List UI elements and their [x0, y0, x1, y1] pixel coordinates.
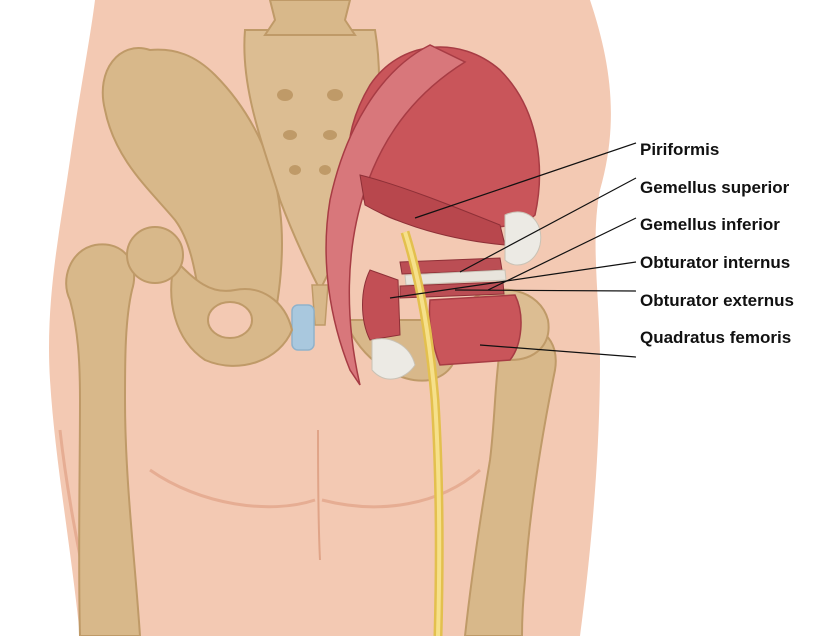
vertebrae — [265, 0, 355, 35]
label-gemellus-superior: Gemellus superior — [640, 178, 790, 197]
left-femoral-head — [127, 227, 183, 283]
label-obturator-externus: Obturator externus — [640, 291, 794, 310]
label-obturator-internus: Obturator internus — [640, 253, 790, 272]
label-quadratus-femoris: Quadratus femoris — [640, 328, 791, 347]
obturator-externus-muscle — [363, 270, 401, 340]
labels: Piriformis Gemellus superior Gemellus in… — [640, 140, 794, 347]
pubic-symphysis-cartilage — [292, 305, 314, 350]
obturator-foramen-left — [208, 302, 252, 338]
label-piriformis: Piriformis — [640, 140, 719, 159]
quadratus-femoris-muscle — [429, 295, 521, 365]
label-gemellus-inferior: Gemellus inferior — [640, 215, 780, 234]
